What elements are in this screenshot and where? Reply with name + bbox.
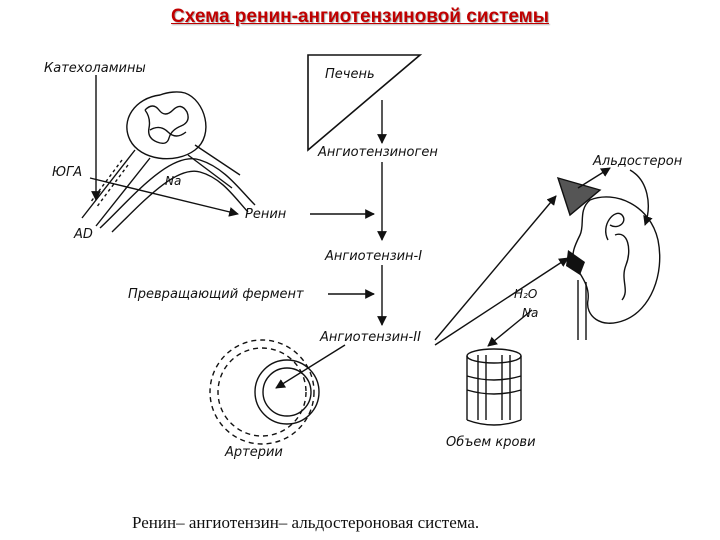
label-aldosterone: Альдостерон (592, 154, 683, 169)
arrow-h2o-na-beaker (487, 309, 533, 347)
label-angiotensin1: Ангиотензин-I (324, 249, 422, 264)
arrow-aldosterone-kidney (629, 169, 653, 226)
kidney (566, 196, 661, 340)
slide-title: Схема ренин-ангиотензиновой системы (171, 6, 549, 27)
label-arteries: Артерии (224, 445, 283, 460)
label-blood-volume: Объем крови (446, 435, 536, 450)
arrow-angiotensin2-kidney (434, 257, 569, 346)
liver-shape (307, 54, 423, 152)
label-ad: AD (73, 227, 93, 242)
arrow-angiotensin2-arteries (275, 344, 346, 389)
label-na: Na (165, 174, 181, 188)
label-liver: Печень (325, 67, 375, 82)
label-yuga: ЮГА (52, 165, 82, 180)
label-angiotensin2: Ангиотензин-II (319, 330, 421, 345)
adrenal-gland (556, 176, 602, 217)
arrow-angiotensin2-adrenal (434, 195, 557, 341)
label-catecholamines: Катехоламины (44, 61, 146, 76)
label-renin: Ренин (245, 207, 287, 222)
arrow-aldosterone-out (577, 167, 611, 189)
label-h2o: H₂O (514, 287, 537, 301)
arrow-yuga-renin (89, 177, 239, 217)
jga-glomerulus (81, 91, 256, 233)
label-converting-enzyme: Превращающий фермент (128, 287, 304, 302)
label-angiotensinogen: Ангиотензиноген (317, 145, 438, 160)
caption: Ренин– ангиотензин– альдостероновая сист… (132, 513, 479, 532)
blood-volume-beaker (466, 348, 522, 426)
label-na2: Na (522, 306, 538, 320)
artery-crosssection (209, 339, 320, 445)
